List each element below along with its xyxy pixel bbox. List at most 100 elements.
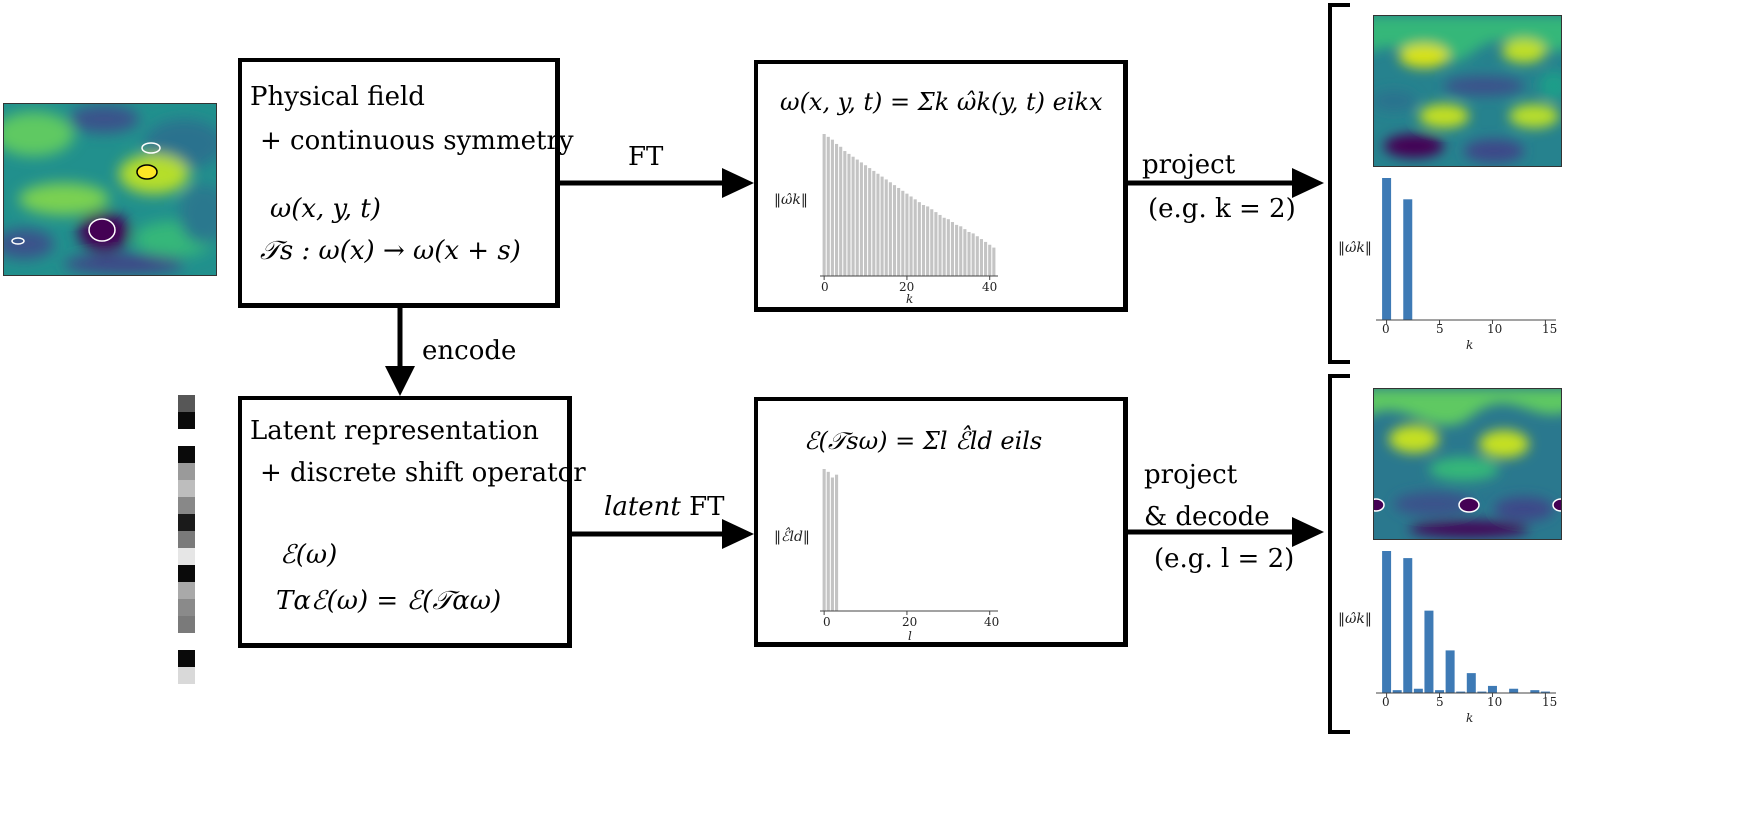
fourier-bar — [876, 173, 880, 276]
fourier-bar — [959, 226, 963, 276]
fourier-xtick-0: 0 — [821, 280, 829, 294]
decoded-bar — [1445, 650, 1455, 693]
physical-field-box: Physical field + continuous symmetry ω(x… — [238, 58, 574, 308]
latent-vector-cell — [178, 667, 195, 684]
fourier-bar — [901, 190, 905, 276]
latent-fourier-xtick-20: 20 — [902, 615, 918, 629]
fourier-bar — [921, 205, 926, 276]
projected-bar — [1403, 199, 1413, 320]
decoded-xtick-10: 10 — [1487, 695, 1503, 709]
projected-xtick-10: 10 — [1487, 322, 1503, 336]
fourier-bar — [859, 162, 863, 276]
projected-xtick-15: 15 — [1542, 322, 1558, 336]
decoded-bar — [1382, 551, 1392, 693]
latent-spectrum-chart — [820, 469, 998, 615]
latent-box-title: Latent representation — [250, 416, 539, 446]
fourier-bar — [835, 143, 839, 276]
fourier-bar — [822, 134, 826, 276]
fourier-bar — [950, 222, 955, 276]
fourier-bar — [979, 239, 983, 276]
decoded-field-image — [1373, 388, 1562, 540]
decoded-xtick-15: 15 — [1542, 695, 1558, 709]
decoded-bar — [1530, 690, 1540, 693]
fourier-spectrum-chart — [820, 134, 998, 280]
fourier-bar — [955, 224, 959, 276]
fourier-bar — [930, 209, 934, 276]
latent-fourier-ylabel: ‖ℰ̂ld‖ — [774, 529, 810, 545]
latent-fourier-bar — [835, 474, 839, 611]
projected-field-image — [1373, 15, 1562, 167]
ft-label: FT — [628, 142, 664, 172]
decoded-bar — [1466, 673, 1476, 693]
fourier-bar — [892, 185, 897, 276]
encode-label: encode — [422, 336, 517, 366]
latent-fourier-bar — [830, 477, 834, 611]
projected-spectrum-chart — [1376, 178, 1556, 324]
fourier-xtick-40: 40 — [982, 280, 998, 294]
fourier-bar — [988, 244, 992, 276]
fourier-bar — [830, 139, 834, 276]
latent-vector-cell — [178, 395, 195, 412]
latent-vector-cell — [178, 480, 195, 497]
decoded-bar — [1487, 685, 1497, 693]
fourier-ylabel: ‖ω̂k‖ — [774, 192, 808, 208]
decoded-bar — [1424, 610, 1434, 693]
fourier-bar — [843, 151, 847, 276]
latent-vector-cell — [178, 599, 195, 616]
latent-representation-box: Latent representation + discrete shift o… — [238, 396, 586, 648]
fourier-bar — [934, 212, 938, 276]
latent-vector-cell — [178, 582, 195, 599]
projected-spectrum-panel: ‖ω̂k‖ k 0 5 10 15 — [1330, 170, 1570, 360]
fourier-bar — [938, 214, 942, 276]
projected-xtick-5: 5 — [1436, 322, 1444, 336]
fourier-bar — [917, 202, 921, 276]
physical-field-subtitle: + continuous symmetry — [260, 126, 574, 156]
project-top-example: (e.g. k = 2) — [1148, 194, 1296, 224]
decoded-bar — [1403, 558, 1413, 693]
latent-ft-arrow — [572, 519, 754, 549]
fourier-transform-box: ω(x, y, t) = Σk ω̂k(y, t) eikx ‖ω̂k‖ k 0… — [754, 60, 1128, 312]
shift-operator-equation: Tαℰ(ω) = ℰ(𝒯αω) — [276, 586, 502, 616]
latent-vector-cell — [178, 616, 195, 633]
decoded-bar — [1477, 691, 1487, 693]
fourier-bar — [872, 170, 876, 276]
fourier-bar — [942, 217, 946, 276]
fourier-bar — [975, 236, 979, 276]
fourier-bar — [909, 196, 913, 276]
physical-field-equation: ω(x, y, t) — [270, 194, 381, 224]
project-bottom-example: (e.g. l = 2) — [1154, 544, 1295, 574]
vorticity-field-image — [3, 103, 217, 276]
projected-bar — [1382, 178, 1392, 320]
fourier-bar — [884, 179, 888, 276]
fourier-bar — [897, 187, 901, 276]
physical-field-title: Physical field — [250, 82, 425, 112]
projected-xlabel: k — [1466, 338, 1474, 352]
decoded-ylabel: ‖ω̂k‖ — [1338, 611, 1372, 627]
decoded-xlabel: k — [1466, 711, 1474, 725]
fourier-bar — [863, 165, 868, 276]
latent-vector-cell — [178, 531, 195, 548]
fourier-bar — [868, 168, 872, 276]
decoded-spectrum-panel: ‖ω̂k‖ k 0 5 10 15 — [1330, 543, 1570, 733]
symmetry-equation: 𝒯s : ω(x) → ω(x + s) — [260, 236, 521, 266]
decoded-bar — [1392, 690, 1402, 693]
project-bottom-label: project — [1144, 460, 1238, 490]
latent-vector-cell — [178, 429, 195, 446]
fourier-bar — [963, 229, 967, 276]
latent-vector-cell — [178, 633, 195, 650]
fourier-bar — [926, 206, 930, 276]
fourier-bar — [967, 231, 971, 276]
fourier-bar — [880, 176, 884, 276]
fourier-bar — [888, 182, 892, 276]
latent-fourier-xlabel: l — [908, 629, 912, 643]
decoded-xtick-5: 5 — [1436, 695, 1444, 709]
latent-vector-strip — [178, 395, 195, 684]
decoded-xtick-0: 0 — [1382, 695, 1390, 709]
projected-xtick-0: 0 — [1382, 322, 1390, 336]
latent-vector-cell — [178, 514, 195, 531]
latent-vector-cell — [178, 463, 195, 480]
decode-bottom-label: & decode — [1144, 502, 1270, 532]
latent-fourier-bar — [822, 469, 826, 611]
projected-ylabel: ‖ω̂k‖ — [1338, 240, 1372, 256]
fourier-bar — [851, 156, 855, 276]
